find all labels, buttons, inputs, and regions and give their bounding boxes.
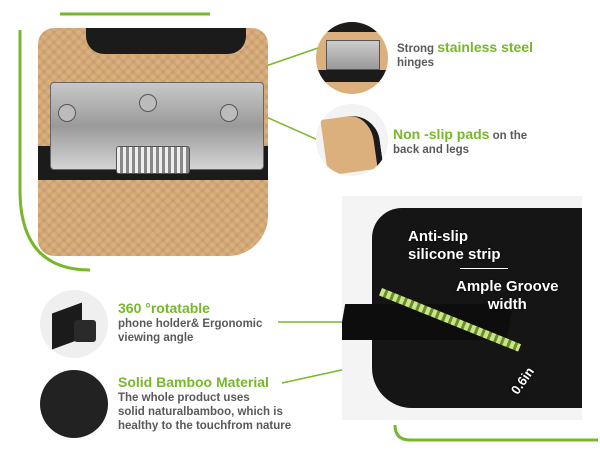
rotatable-thumbnail (40, 290, 108, 358)
screw-icon (220, 104, 238, 122)
hinge-spring (116, 146, 190, 174)
feature-pads: Non -slip pads on the back and legs (393, 126, 528, 156)
screw-icon (139, 94, 157, 112)
pads-thumbnail (316, 104, 388, 176)
hinge-closeup-photo (38, 28, 268, 256)
feature-hinges: Strong stainless steel hinges (397, 39, 533, 69)
strip-callout: Anti-slip silicone strip (408, 228, 501, 263)
feature-rotatable: 360 °rotatable phone holder& Ergonomic v… (118, 300, 263, 344)
feature-bamboo: Solid Bamboo Material The whole product … (118, 374, 292, 432)
groove-closeup-photo (342, 196, 582, 420)
bamboo-thumbnail (40, 370, 108, 438)
strip-underline (460, 268, 508, 269)
screw-icon (58, 104, 76, 122)
hinge-thumbnail (316, 22, 388, 94)
stand-top-edge (86, 28, 246, 54)
groove-callout: Ample Groove width (456, 278, 559, 313)
